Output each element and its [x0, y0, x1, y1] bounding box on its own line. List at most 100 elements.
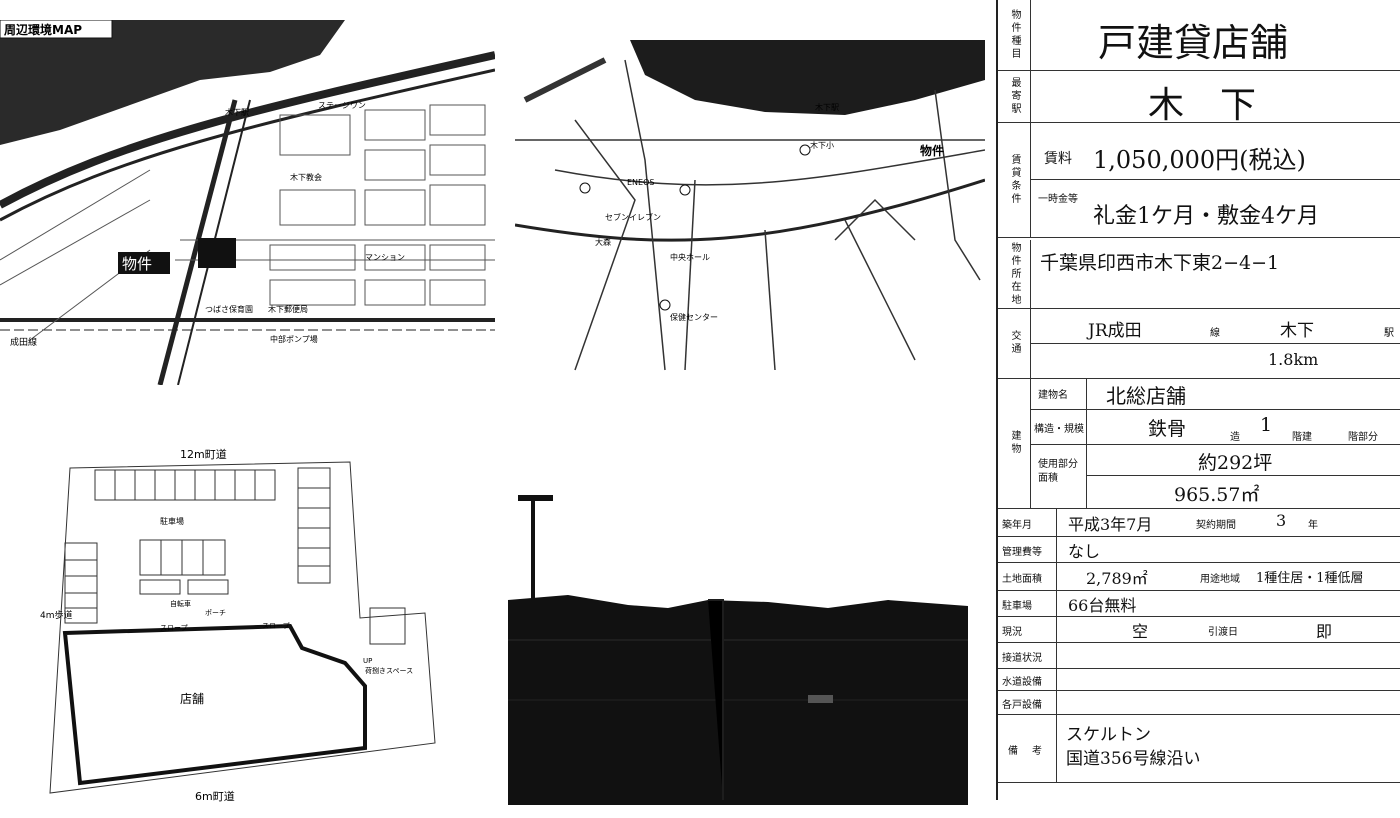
map-label-pump: 中部ポンプ場 [270, 334, 318, 344]
row-terms: 賃貸条件 賃料 1,050,000円(税込) 一時金等 礼金1ケ月・敷金4ケ月 [998, 122, 1400, 238]
contract-value: 3 [1276, 511, 1287, 530]
built-label: 築年月 [1002, 520, 1032, 531]
structure-suffix: 造 [1230, 432, 1240, 443]
note-line1: スケルトン [1066, 725, 1151, 745]
distance-value: 1.8km [1268, 350, 1319, 369]
contract-label: 契約期間 [1196, 520, 1236, 531]
plan-road-top: 12m町道 [180, 448, 227, 461]
row-land: 土地面積 2,789㎡ 用途地域 1種住居・1種低層 [998, 562, 1400, 591]
station2-name: 木下 [1280, 321, 1314, 341]
label-type: 物件種目 [998, 0, 1031, 70]
map-label-post: 木下郵便局 [268, 304, 308, 314]
area-map-label-station: 木下駅 [815, 102, 839, 112]
row-station: 最寄駅 木 下 [998, 70, 1400, 126]
area-map-property: 物件 [920, 143, 944, 158]
area-m2: 965.57㎡ [1174, 484, 1260, 506]
bname-value: 北総店舗 [1106, 384, 1186, 408]
structure-value: 鉄骨 [1148, 418, 1187, 440]
area-map-label-seven: セブンイレブン [605, 212, 661, 222]
label-building: 建物 [998, 378, 1031, 508]
row-address: 物件所在地 千葉県印西市木下東2−4−1 [998, 240, 1400, 309]
structure-label: 構造・規模 [1034, 424, 1084, 435]
map-label-nursery: つばさ保育園 [205, 304, 253, 314]
map-label-stage: ステージワン [318, 101, 366, 110]
plan-road-left: 4m歩道 [40, 609, 73, 621]
onetime-value: 礼金1ケ月・敷金4ケ月 [1093, 204, 1319, 229]
bname-label: 建物名 [1038, 390, 1068, 401]
area-map-label-health: 保健センター [670, 312, 718, 322]
building-photo [508, 490, 968, 805]
floors-value: 1 [1260, 414, 1273, 436]
plan-up-label: UP [363, 657, 372, 665]
plan-parking-label: 駐車場 [160, 516, 184, 526]
access-label: 接道状況 [1002, 653, 1042, 664]
note-label: 備考 [1008, 746, 1056, 757]
row-type: 物件種目 戸建貸店舗 [998, 0, 1400, 71]
area-map-label-hall: 中央ホール [670, 252, 710, 262]
property-marker-label: 物件 [122, 255, 152, 273]
floors-suffix: 階建 [1292, 432, 1312, 443]
water-label: 水道設備 [1002, 677, 1042, 688]
station2-suffix: 駅 [1384, 328, 1394, 339]
area-map: 物件 木下駅 ENEOS セブンイレブン 大森 木下小 中央ホール 保健センター [515, 40, 985, 375]
label-address: 物件所在地 [998, 240, 1031, 308]
mgmt-value: なし [1068, 542, 1101, 561]
row-transport: 交通 JR成田 線 木下 駅 1.8km [998, 308, 1400, 379]
map-label-line: 成田線 [10, 336, 37, 348]
handover-value: 即 [1316, 622, 1333, 641]
contract-suffix: 年 [1308, 520, 1318, 531]
area-map-drawing: 物件 木下駅 ENEOS セブンイレブン 大森 木下小 中央ホール 保健センター [515, 40, 985, 371]
row-mgmt: 管理費等 なし [998, 536, 1400, 563]
land-label: 土地面積 [1002, 574, 1042, 585]
label-terms: 賃貸条件 [998, 122, 1031, 237]
plan-slope2: スロープ [262, 622, 290, 630]
status-label: 現況 [1002, 627, 1022, 638]
map-label-station: 木下駅 [225, 107, 249, 117]
site-plan: 12m町道 4m歩道 6m町道 店舗 駐車場 自転車 ポーチ スロープ スロープ… [40, 448, 440, 803]
handover-label: 引渡日 [1208, 627, 1238, 638]
nearest-station: 木 下 [1148, 85, 1257, 126]
site-plan-drawing: 12m町道 4m歩道 6m町道 店舗 駐車場 自転車 ポーチ スロープ スロープ… [40, 448, 436, 803]
plan-space-label: 荷捌きスペース [365, 666, 413, 675]
property-info-sheet: 物件種目 戸建貸店舗 最寄駅 木 下 賃貸条件 賃料 1,050,000円(税込… [996, 0, 1400, 800]
row-status: 現況 空 引渡日 即 [998, 616, 1400, 643]
building-photo-drawing [508, 490, 968, 805]
address-value: 千葉県印西市木下東2−4−1 [1040, 252, 1280, 274]
label-station: 最寄駅 [998, 70, 1031, 122]
row-access: 接道状況 [998, 642, 1400, 669]
line-suffix: 線 [1210, 328, 1220, 339]
surrounding-map-drawing: 物件 周辺環境MAP ステージワン 木下教会 木下駅 成田線 マンション つばさ… [0, 20, 495, 385]
plan-bike-label: 自転車 [170, 599, 191, 608]
plan-road-bottom: 6m町道 [195, 789, 235, 803]
property-type: 戸建貸店舗 [1098, 21, 1289, 65]
onetime-label: 一時金等 [1038, 194, 1078, 205]
area-map-label-eneos: ENEOS [627, 178, 654, 187]
row-water: 水道設備 [998, 668, 1400, 691]
rent-value: 1,050,000円(税込) [1093, 146, 1306, 174]
land-value: 2,789㎡ [1086, 569, 1148, 588]
note-line2: 国道356号線沿い [1066, 749, 1201, 769]
plan-porch-label: ポーチ [205, 609, 226, 617]
row-facility: 各戸設備 [998, 690, 1400, 715]
area-map-label-school: 木下小 [810, 140, 834, 150]
parking-label: 駐車場 [1002, 601, 1032, 612]
zone-value: 1種住居・1種低層 [1256, 571, 1364, 586]
area-tsubo: 約292坪 [1198, 452, 1273, 474]
plan-slope1: スロープ [160, 624, 188, 632]
floors-part: 階部分 [1348, 432, 1378, 443]
parking-value: 66台無料 [1068, 596, 1137, 615]
row-note: 備考 スケルトン 国道356号線沿い [998, 714, 1400, 783]
line-name: JR成田 [1088, 321, 1142, 341]
surrounding-map: 物件 周辺環境MAP ステージワン 木下教会 木下駅 成田線 マンション つばさ… [0, 20, 495, 385]
area-map-label-omori: 大森 [595, 237, 611, 247]
label-transport: 交通 [998, 308, 1031, 378]
area-label: 使用部分面積 [1038, 459, 1078, 484]
plan-store-label: 店舗 [180, 692, 204, 706]
mgmt-label: 管理費等 [1002, 547, 1042, 558]
built-value: 平成3年7月 [1068, 515, 1153, 534]
row-built: 築年月 平成3年7月 契約期間 3 年 [998, 508, 1400, 537]
status-value: 空 [1132, 622, 1149, 641]
row-building: 建物 建物名 北総店舗 構造・規模 鉄骨 造 1 階建 階部分 使用部分面積 約… [998, 378, 1400, 509]
rent-label: 賃料 [1044, 151, 1072, 167]
map-title: 周辺環境MAP [4, 22, 82, 37]
